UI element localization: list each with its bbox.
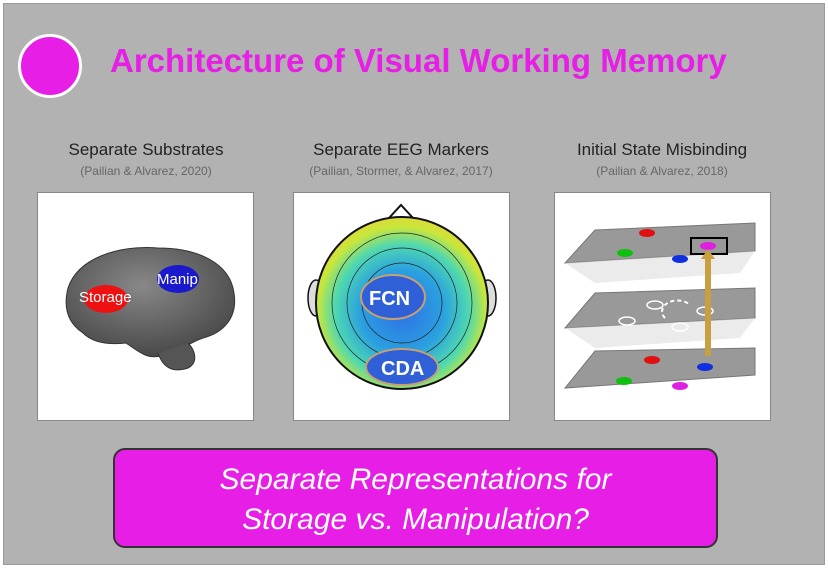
cda-marker bbox=[365, 348, 439, 386]
eeg-topomap bbox=[307, 203, 497, 390]
column-heading-eeg: Separate EEG Markers bbox=[313, 140, 489, 159]
column-citation-substrates: (Pailian & Alvarez, 2020) bbox=[80, 164, 212, 178]
brain-illustration bbox=[65, 247, 236, 371]
misbinding-diagram bbox=[563, 222, 756, 390]
column-heading-misbinding: Initial State Misbinding bbox=[576, 140, 748, 159]
fcn-marker bbox=[360, 274, 426, 320]
storage-label: Storage bbox=[79, 289, 132, 306]
eeg-panel: FCN CDA bbox=[293, 192, 510, 421]
question-line-2: Storage vs. Manipulation? bbox=[242, 503, 589, 536]
misbinding-panel bbox=[554, 192, 771, 421]
manip-label: Manip bbox=[157, 271, 198, 288]
brain-panel: Storage Manip bbox=[37, 192, 254, 421]
slide-title: Architecture of Visual Working Memory bbox=[110, 42, 727, 79]
column-citation-eeg: (Pailian, Stormer, & Alvarez, 2017) bbox=[309, 164, 493, 178]
fcn-label: FCN bbox=[369, 288, 411, 310]
cda-label: CDA bbox=[381, 358, 425, 380]
slide: Architecture of Visual Working Memory Se… bbox=[3, 3, 825, 565]
manip-region bbox=[157, 265, 199, 293]
column-citation-misbinding: (Pailian & Alvarez, 2018) bbox=[596, 164, 728, 178]
question-box: Separate Representations for Storage vs.… bbox=[113, 448, 718, 548]
storage-region bbox=[84, 285, 128, 313]
decorative-circle bbox=[18, 34, 82, 98]
column-heading-substrates: Separate Substrates bbox=[68, 140, 224, 159]
question-line-1: Separate Representations for bbox=[219, 463, 612, 496]
